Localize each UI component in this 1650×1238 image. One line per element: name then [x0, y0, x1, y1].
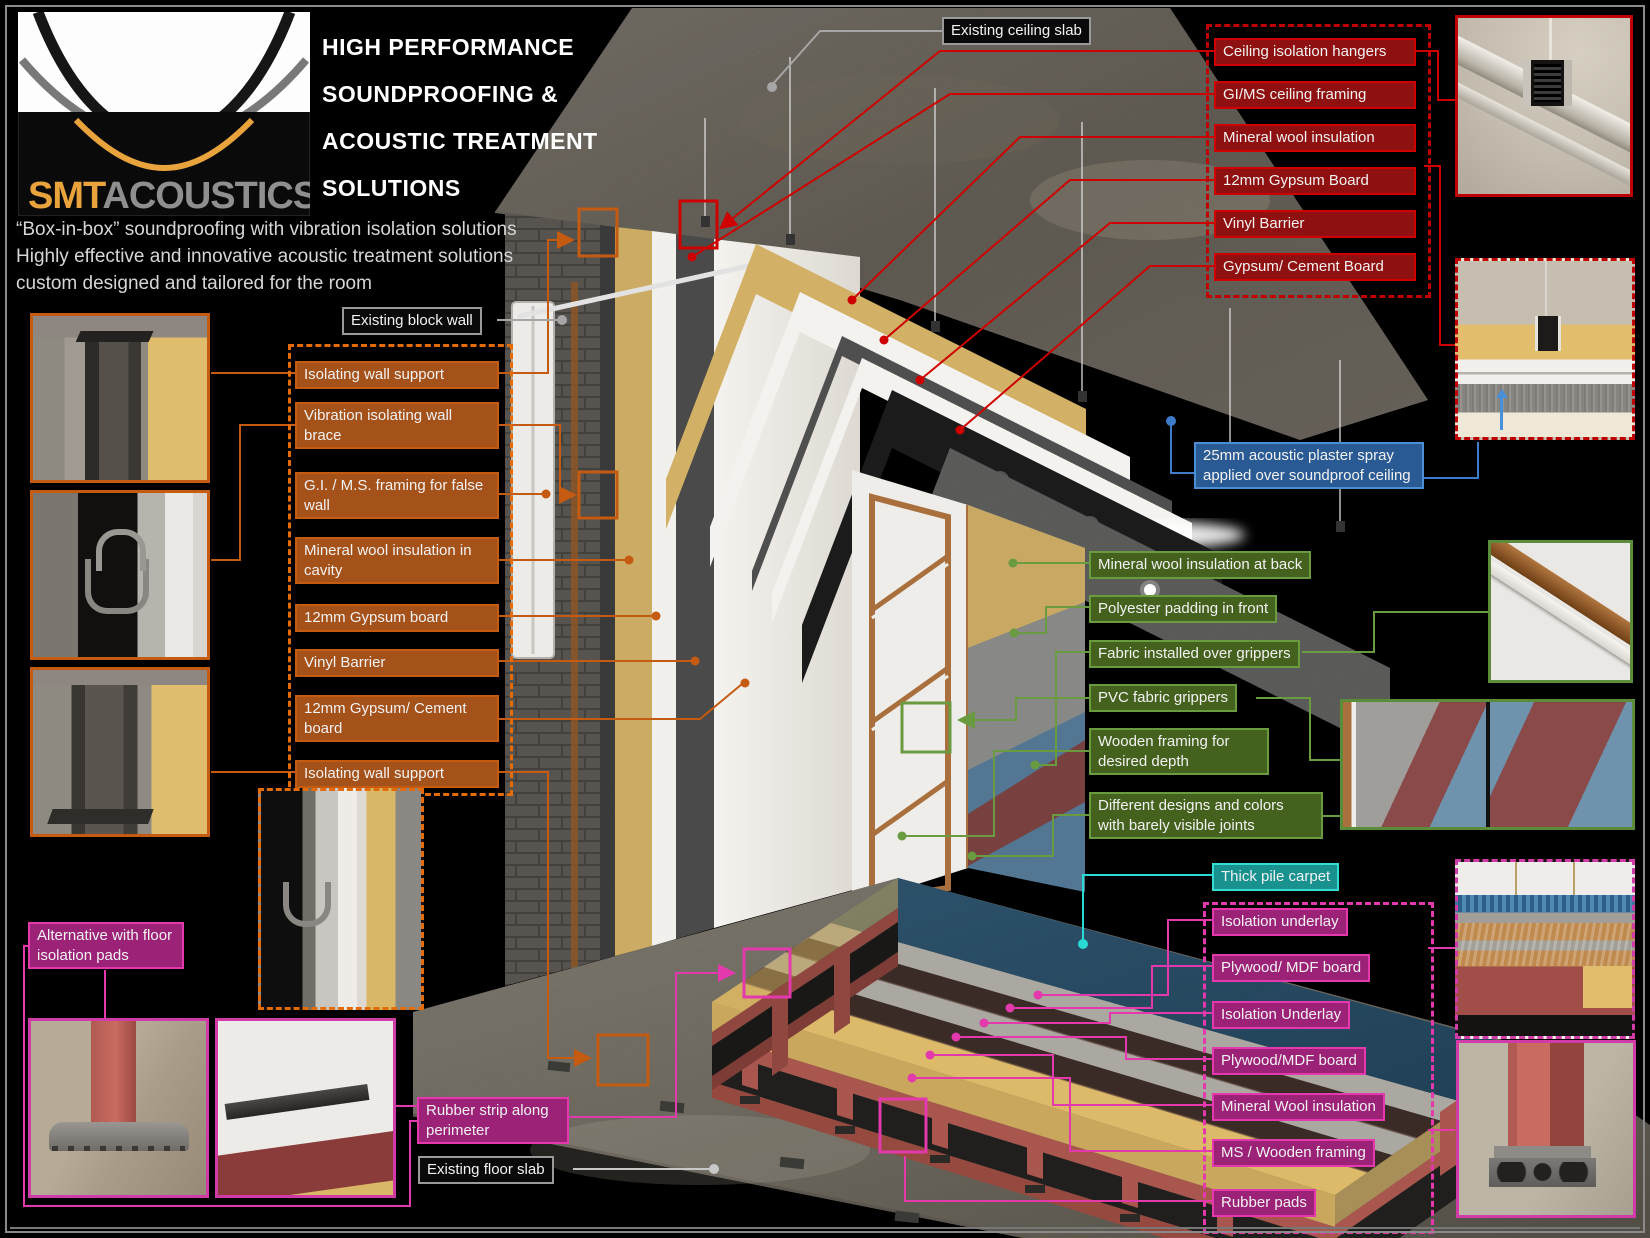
- detail-photo-ceiling-section: [1455, 258, 1635, 440]
- wall-label-gypsum: 12mm Gypsum board: [295, 604, 499, 632]
- floor-label-underlay-2: Isolation Underlay: [1212, 1001, 1351, 1029]
- leader-dots: [541, 82, 1176, 1174]
- detail-photo-wall-support-bottom: [30, 667, 210, 837]
- wall-label-brace: Vibration isolating wall brace: [295, 402, 499, 449]
- page-subtitle: “Box-in-box” soundproofing with vibratio…: [16, 216, 517, 297]
- floor-label-plywood-1: Plywood/ MDF board: [1212, 954, 1371, 982]
- panel-label-grippers: PVC fabric grippers: [1089, 684, 1238, 712]
- slide-frame-bottom: [10, 1227, 1640, 1229]
- wall-label-framing: G.I. / M.S. framing for false wall: [295, 472, 499, 519]
- panel-label-framing: Wooden framing for desired depth: [1089, 728, 1269, 775]
- detail-photo-ceiling-hanger: [1455, 15, 1633, 197]
- floor-label-rubber-pads: Rubber pads: [1212, 1189, 1316, 1217]
- wall-label-support-top: Isolating wall support: [295, 361, 499, 389]
- panel-label-designs: Different designs and colors with barely…: [1089, 792, 1323, 839]
- detail-photo-wall-brace: [30, 490, 210, 660]
- detail-photo-fabric-panels: [1340, 699, 1635, 830]
- title-line: SOLUTIONS: [322, 175, 461, 201]
- logo-arcs: [18, 12, 310, 112]
- subtitle-line: custom designed and tailored for the roo…: [16, 273, 372, 294]
- wall-label-vinyl: Vinyl Barrier: [295, 649, 499, 677]
- detail-photo-wall-support-top: [30, 313, 210, 483]
- title-line: HIGH PERFORMANCE: [322, 34, 575, 60]
- detail-photo-fabric-gripper: [1488, 540, 1633, 683]
- subtitle-line: “Box-in-box” soundproofing with vibratio…: [16, 219, 517, 240]
- ceiling-label-cement-board: Gypsum/ Cement Board: [1214, 253, 1416, 281]
- wall-label-support-bottom: Isolating wall support: [295, 760, 499, 788]
- label-existing-ceiling-slab: Existing ceiling slab: [942, 17, 1091, 45]
- detail-photo-floor-section: [1455, 859, 1635, 1039]
- detail-photo-wall-channel: [258, 788, 424, 1010]
- wall-label-mineral-wool: Mineral wool insulation in cavity: [295, 537, 499, 584]
- ceiling-group-outline: [1206, 24, 1431, 298]
- brand-acoustics: ACOUSTICS: [102, 175, 310, 216]
- ceiling-label-vinyl: Vinyl Barrier: [1214, 210, 1416, 238]
- detail-photo-rubber-strip: [215, 1018, 396, 1198]
- page-title: HIGH PERFORMANCE SOUNDPROOFING & ACOUSTI…: [322, 24, 598, 212]
- svg-text:SMTACOUSTICS: SMTACOUSTICS: [28, 175, 310, 216]
- title-line: SOUNDPROOFING &: [322, 81, 559, 107]
- ceiling-label-mineral-wool: Mineral wool insulation: [1214, 124, 1416, 152]
- floor-label-mineral-wool: Mineral Wool insulation: [1212, 1093, 1385, 1121]
- label-alternative-pads: Alternative with floor isolation pads: [28, 922, 184, 969]
- ceiling-label-gypsum: 12mm Gypsum Board: [1214, 167, 1416, 195]
- floor-label-plywood-2: Plywood/MDF board: [1212, 1047, 1366, 1075]
- panel-label-mineral-wool: Mineral wool insulation at back: [1089, 551, 1312, 579]
- panel-label-fabric: Fabric installed over grippers: [1089, 640, 1300, 668]
- detail-photo-floor-isolation-pad: [28, 1018, 209, 1198]
- wall-layers: [505, 213, 860, 986]
- wall-label-cement-board: 12mm Gypsum/ Cement board: [295, 695, 499, 742]
- logo-orange-arc: [73, 117, 255, 171]
- brand-smt: SMT: [28, 175, 106, 216]
- label-existing-floor-slab: Existing floor slab: [418, 1156, 554, 1184]
- smt-acoustics-logo: SMTACOUSTICS: [18, 12, 310, 216]
- panel-label-polyester: Polyester padding in front: [1089, 595, 1278, 623]
- label-acoustic-plaster: 25mm acoustic plaster spray applied over…: [1194, 442, 1424, 489]
- acoustic-panel-wall: [852, 470, 1085, 905]
- subtitle-line: Highly effective and innovative acoustic…: [16, 246, 514, 267]
- detail-photo-rubber-pad: [1456, 1040, 1636, 1218]
- title-line: ACOUSTIC TREATMENT: [322, 128, 598, 154]
- label-existing-block-wall: Existing block wall: [342, 307, 482, 335]
- floor-label-underlay-1: Isolation underlay: [1212, 908, 1348, 936]
- label-thick-pile-carpet: Thick pile carpet: [1212, 863, 1340, 891]
- ceiling-label-hangers: Ceiling isolation hangers: [1214, 38, 1416, 66]
- ceiling-label-framing: GI/MS ceiling framing: [1214, 81, 1416, 109]
- floor-label-framing: MS / Wooden framing: [1212, 1139, 1375, 1167]
- label-rubber-strip: Rubber strip along perimeter: [417, 1097, 569, 1144]
- hanger-rods: [704, 57, 1341, 530]
